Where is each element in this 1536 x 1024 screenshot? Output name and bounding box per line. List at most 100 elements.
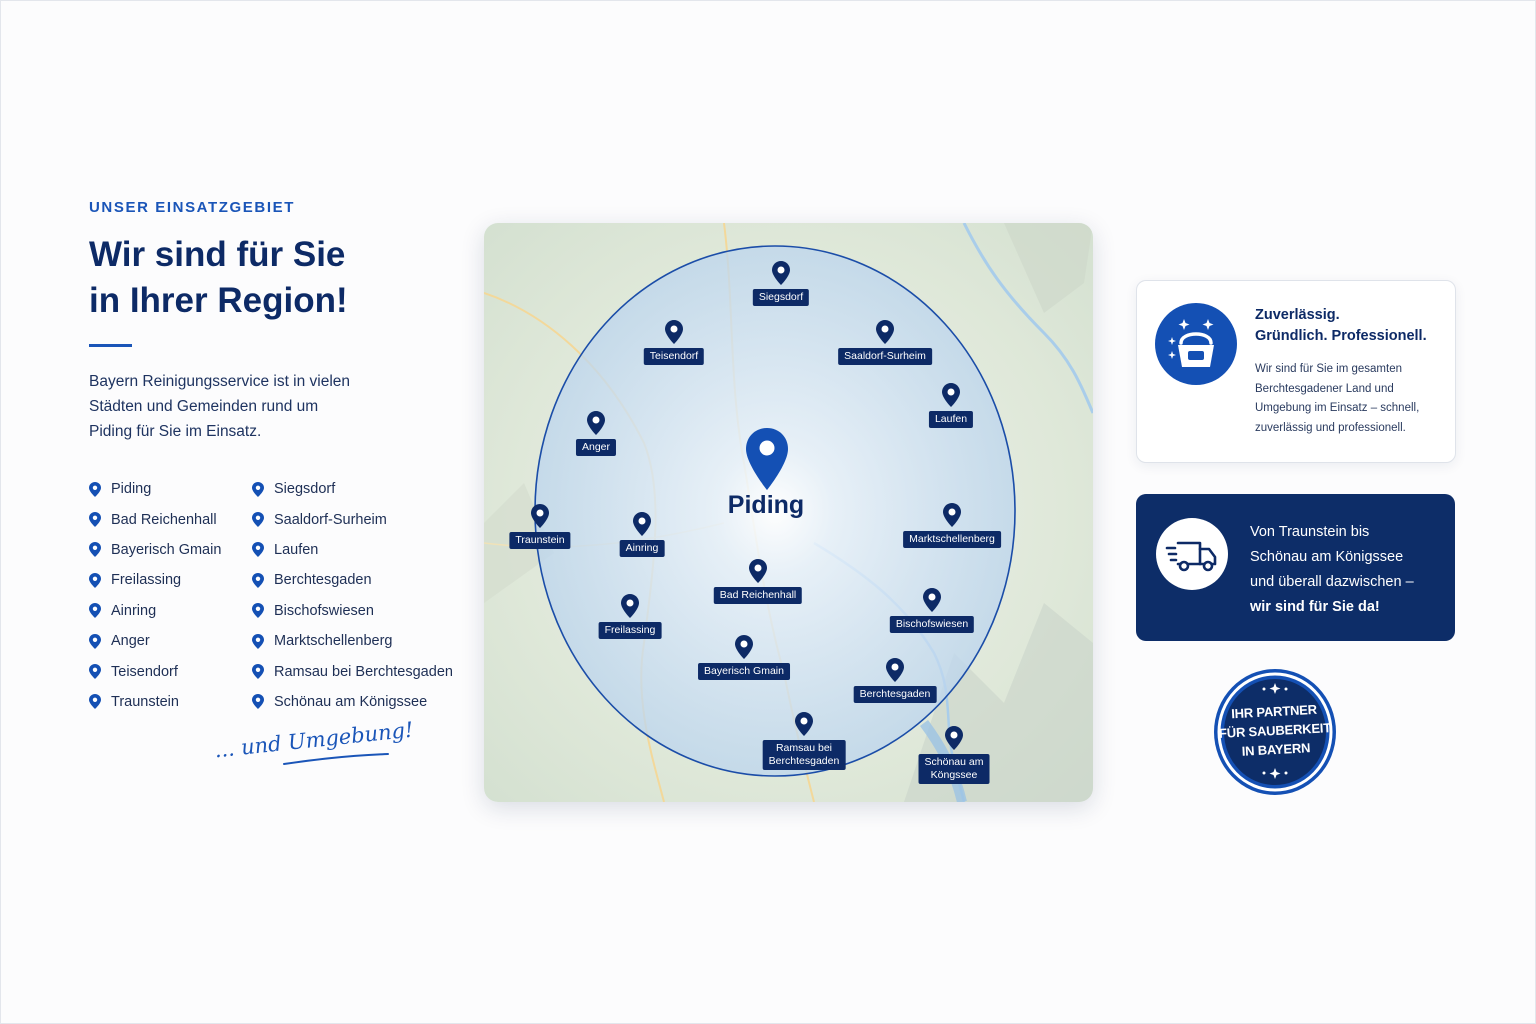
map-pin-icon [735, 635, 753, 659]
map-label-saaldorf-surheim[interactable]: Saaldorf-Surheim [838, 348, 932, 365]
map-pin-icon [942, 383, 960, 407]
cleaning-bucket-icon [1155, 303, 1237, 385]
quality-card-text: Wir sind für Sie im gesamten Berchtesgad… [1255, 360, 1445, 439]
town-name: Anger [111, 633, 150, 650]
town-name: Freilassing [111, 572, 182, 589]
location-pin-icon [252, 694, 264, 710]
town-name: Siegsdorf [274, 481, 336, 498]
map-pin-icon [923, 588, 941, 612]
map-pin-icon [531, 504, 549, 528]
quality-card-title: Zuverlässig. Gründlich. Professionell. [1255, 305, 1427, 347]
quality-text-line-1: Wir sind für Sie im gesamten [1255, 363, 1402, 375]
town-list-item: Laufen [252, 535, 453, 565]
map-label-schoenau[interactable]: Schönau am Köngssee [918, 754, 990, 784]
location-pin-icon [89, 481, 101, 497]
partner-seal-text: IHR PARTNER FÜR SAUBERKEIT IN BAYERN [1218, 699, 1333, 762]
title-divider [89, 344, 132, 347]
town-name: Marktschellenberg [274, 633, 393, 650]
town-list-item: Anger [89, 626, 221, 656]
location-pin-icon [89, 603, 101, 619]
town-list-item: Bad Reichenhall [89, 504, 221, 534]
town-list-item: Siegsdorf [252, 474, 453, 504]
title-line-2: in Ihrer Region! [89, 281, 348, 320]
quality-text-line-2: Berchtesgadener Land und [1255, 382, 1394, 395]
location-pin-icon [252, 633, 264, 649]
map-pin-icon [772, 261, 790, 285]
town-name: Teisendorf [111, 663, 178, 680]
location-pin-icon [252, 572, 264, 588]
town-name: Berchtesgaden [274, 572, 372, 589]
town-name: Bayerisch Gmain [111, 541, 222, 558]
section-eyebrow: UNSER EINSATZGEBIET [89, 199, 295, 216]
title-line-1: Wir sind für Sie [89, 235, 346, 274]
town-name: Bad Reichenhall [111, 511, 217, 528]
map-pin-icon [633, 512, 651, 536]
map-label-bischofswiesen[interactable]: Bischofswiesen [889, 616, 975, 633]
town-name: Laufen [274, 541, 319, 558]
location-pin-icon [252, 664, 264, 680]
map-label-ramsau-line-1: Ramsau bei [775, 742, 833, 754]
location-pin-icon [89, 633, 101, 649]
coverage-line-2: Schönau am Königssee [1250, 549, 1404, 565]
coverage-line-4: wir sind für Sie da! [1250, 599, 1380, 615]
intro-line-3: Piding für Sie im Einsatz. [89, 423, 262, 440]
town-list-item: Bischofswiesen [252, 596, 453, 626]
map-label-marktschellenberg[interactable]: Marktschellenberg [903, 531, 1001, 548]
coverage-line-1: Von Traunstein bis [1250, 524, 1370, 540]
town-name: Piding [111, 481, 152, 498]
map-pin-icon [621, 594, 639, 618]
quality-text-line-3: Umgebung im Einsatz – schnell, [1255, 402, 1420, 415]
map-pin-icon [945, 726, 963, 750]
intro-line-1: Bayern Reinigungsservice ist in vielen [89, 373, 351, 390]
location-pin-icon [89, 664, 101, 680]
town-list-item: Traunstein [89, 687, 221, 717]
map-pin-icon [876, 320, 894, 344]
town-list-item: Ainring [89, 596, 221, 626]
map-label-laufen[interactable]: Laufen [928, 411, 974, 428]
location-pin-icon [89, 572, 101, 588]
map-label-berchtesgaden[interactable]: Berchtesgaden [853, 686, 937, 703]
map-label-teisendorf[interactable]: Teisendorf [643, 348, 705, 365]
quality-title-line-2: Gründlich. Professionell. [1255, 328, 1427, 344]
map-label-freilassing[interactable]: Freilassing [598, 622, 662, 639]
map-label-ramsau-line-2: Berchtesgaden [768, 755, 840, 767]
intro-line-2: Städten und Gemeinden rund um [89, 398, 319, 415]
map-label-bayerisch-gmain[interactable]: Bayerisch Gmain [698, 663, 790, 680]
partner-seal-badge [1214, 669, 1336, 795]
map-center-label: Piding [727, 491, 805, 519]
delivery-truck-icon [1156, 518, 1228, 590]
map-pin-icon [587, 411, 605, 435]
map-label-ramsau[interactable]: Ramsau bei Berchtesgaden [762, 740, 846, 770]
tagline-underline-swash [283, 753, 389, 765]
quality-text-line-4: zuverlässig und professionell. [1255, 422, 1406, 435]
map-label-bad-reichenhall[interactable]: Bad Reichenhall [713, 587, 803, 604]
map-label-traunstein[interactable]: Traunstein [509, 532, 571, 549]
location-pin-icon [89, 542, 101, 558]
location-pin-icon [89, 694, 101, 710]
coverage-card-text: Von Traunstein bis Schönau am Königssee … [1250, 520, 1414, 620]
map-pin-icon [749, 559, 767, 583]
town-list-item: Marktschellenberg [252, 626, 453, 656]
town-name: Schönau am Königssee [274, 693, 428, 710]
page-title: Wir sind für Sie in Ihrer Region! [89, 232, 449, 324]
town-list-item: Schönau am Königssee [252, 687, 453, 717]
town-name: Saaldorf-Surheim [274, 511, 387, 528]
map-label-ainring[interactable]: Ainring [619, 540, 665, 557]
town-name: Ramsau bei Berchtesgaden [274, 663, 453, 680]
location-pin-icon [252, 542, 264, 558]
service-area-map[interactable] [484, 223, 1093, 802]
map-pin-icon [795, 712, 813, 736]
town-name: Traunstein [111, 693, 179, 710]
map-label-schoenau-line-2: Köngssee [930, 769, 978, 781]
map-label-anger[interactable]: Anger [575, 439, 617, 456]
town-name: Bischofswiesen [274, 602, 374, 619]
map-label-siegsdorf[interactable]: Siegsdorf [752, 289, 810, 306]
location-pin-icon [252, 512, 264, 528]
town-name: Ainring [111, 602, 157, 619]
town-list-item: Berchtesgaden [252, 565, 453, 595]
map-background [484, 223, 1093, 802]
coverage-line-3: und überall dazwischen – [1250, 574, 1414, 590]
quality-title-line-1: Zuverlässig. [1255, 307, 1340, 323]
